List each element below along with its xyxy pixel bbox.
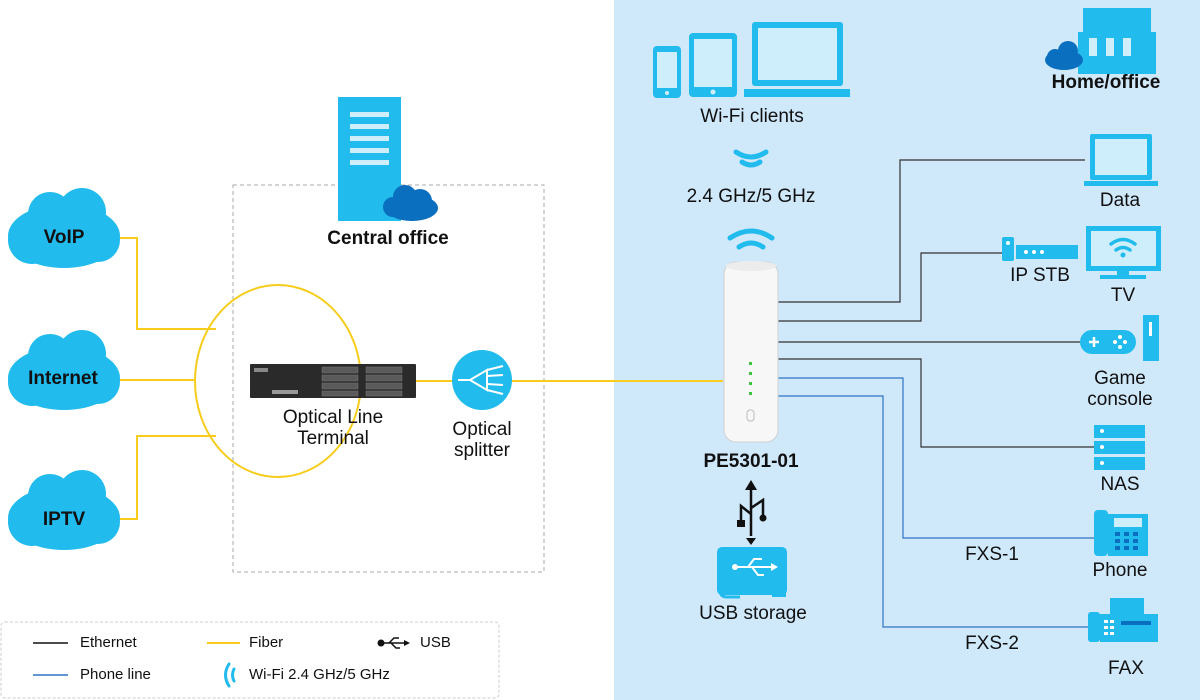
optical-splitter-icon [452,350,512,410]
usb-symbol-heads [737,480,767,545]
fxs2-label: FXS-2 [965,633,1019,654]
cloud-label-voip: VoIP [43,227,85,248]
cloud-small-icon [383,185,438,221]
usb-storage-icon [717,547,787,599]
nas-icon [1094,425,1145,470]
legend-fiber: Fiber [249,634,284,651]
device-name-label: PE5301-01 [703,451,799,472]
cloud-iptv [8,470,120,550]
olt-device-icon [250,364,416,398]
house-icon [1078,8,1156,74]
splitter-label: Optical splitter [452,419,512,461]
home-office-title: Home/office [1051,72,1161,93]
bands-label: 2.4 GHz/5 GHz [686,186,816,207]
data-laptop-icon [1084,134,1158,186]
data-label: Data [1099,190,1141,211]
usb-storage-label: USB storage [699,603,807,624]
legend-ethernet: Ethernet [80,634,137,651]
legend-box [0,621,500,699]
ip-stb-label: IP STB [1010,265,1070,286]
central-office-title: Central office [327,228,449,249]
phone-label: Phone [1092,560,1148,581]
wifi-clients-label: Wi-Fi clients [700,106,804,127]
legend-wifi: Wi-Fi 2.4 GHz/5 GHz [249,666,390,683]
game-console-label: Game console [1087,368,1153,410]
game-console-icon [1080,315,1159,361]
ethernet-lines [778,159,1094,448]
cloud-internet [8,330,120,410]
cloud-label-internet: Internet [28,368,98,389]
fxs1-label: FXS-1 [965,544,1019,565]
ip-stb-icon [1002,237,1078,261]
phone-client-icon [653,46,681,98]
fax-icon [1088,598,1158,642]
tv-icon [1086,226,1161,279]
olt-label: Optical Line Terminal [282,407,384,449]
cloud-label-iptv: IPTV [42,509,86,530]
nas-label: NAS [1100,474,1140,495]
legend-usb: USB [420,634,451,651]
tv-label: TV [1110,285,1136,306]
fiber-lines [120,237,723,520]
fax-label: FAX [1108,658,1144,679]
router-device-icon [723,261,779,443]
phone-lines [778,377,1094,628]
phone-icon [1094,510,1148,556]
legend-phone-line: Phone line [80,666,151,683]
usb-symbol-icon [739,488,765,536]
house-cloud-icon [1045,41,1083,70]
wifi-router-signal-icon [727,228,775,250]
tablet-client-icon [689,33,737,97]
laptop-client-icon [744,22,850,97]
cloud-voip [8,188,120,268]
wifi-signal-icon [733,149,769,168]
